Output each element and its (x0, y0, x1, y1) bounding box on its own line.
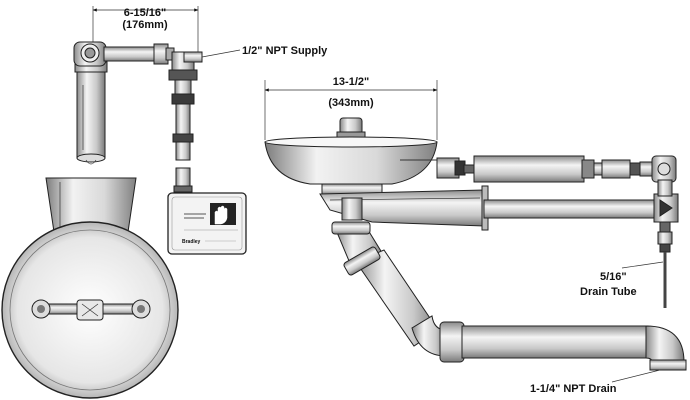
eyewash-sign: Bradley (167, 192, 247, 255)
sign-brand: Bradley (182, 239, 201, 245)
bowl-supply-line (436, 155, 677, 183)
supply-offset-metric: (176mm) (122, 19, 168, 31)
supply-callout: 1/2" NPT Supply (201, 45, 328, 58)
drain-pipework (331, 197, 687, 371)
drain-tube-label-2: Drain Tube (580, 286, 637, 298)
lower-horizontal-pipe (483, 179, 679, 308)
drain-callout: 1-1/4" NPT Drain (530, 369, 661, 395)
drain-label: 1-1/4" NPT Drain (530, 383, 617, 395)
bowl-width-dimension: 13-1/2" (343mm) (264, 76, 438, 140)
bowl-top-view (1, 177, 179, 399)
drain-tube-label-1: 5/16" (600, 271, 627, 283)
supply-offset-dimension: 6-15/16" (176mm) (92, 6, 199, 52)
supply-valve-stack (168, 51, 203, 193)
supply-label: 1/2" NPT Supply (242, 45, 328, 57)
supply-elbow (73, 41, 175, 67)
drain-tube-callout: 5/16" Drain Tube (580, 261, 664, 298)
bowl-width-metric: (343mm) (328, 97, 374, 109)
bowl-side-view (264, 117, 440, 195)
left-riser-pipe (74, 61, 108, 165)
supply-offset-imperial: 6-15/16" (124, 7, 167, 19)
bowl-width-imperial: 13-1/2" (333, 76, 369, 88)
